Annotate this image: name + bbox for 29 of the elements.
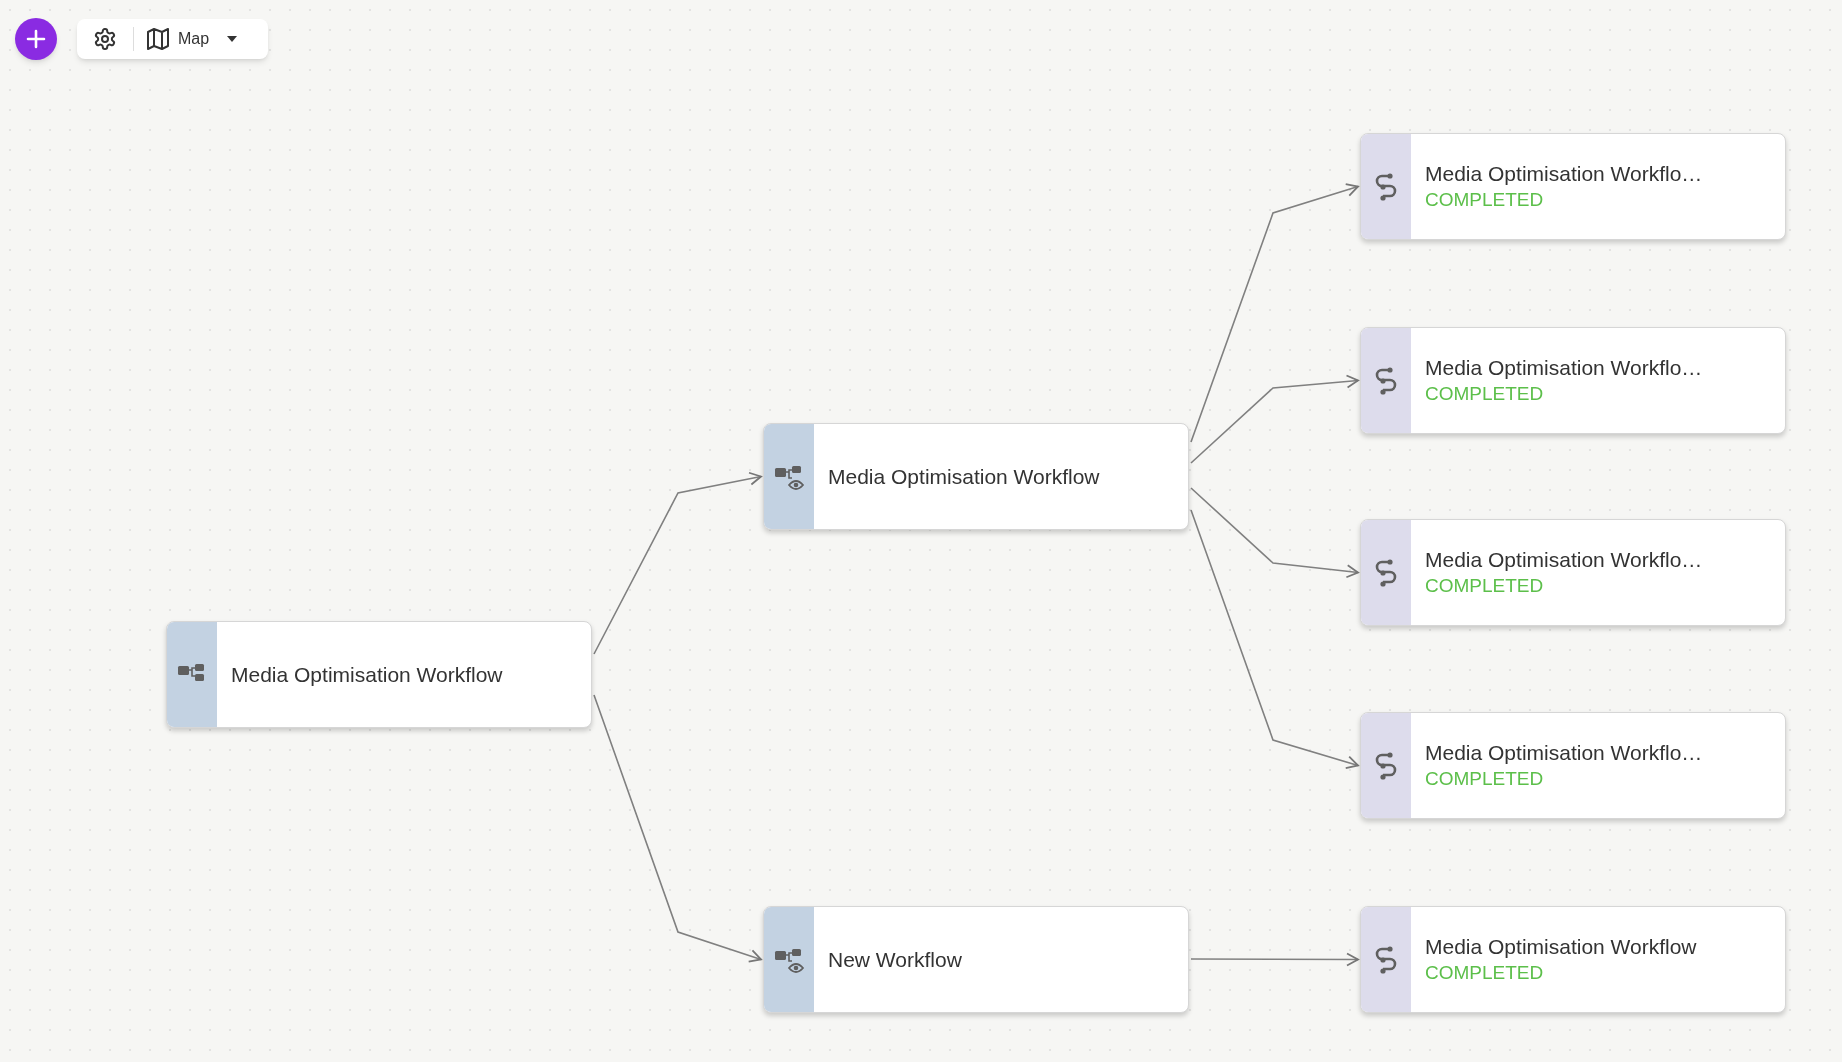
workflow-name: Media Optimisation Workflow — [231, 661, 503, 688]
workflow-card — [1360, 133, 1786, 240]
status-text: COMPLETED — [1425, 381, 1545, 406]
arrow — [593, 471, 762, 655]
arrow — [1190, 183, 1359, 443]
status-text: COMPLETED — [1425, 187, 1545, 212]
arrow — [1190, 509, 1359, 769]
workflow-card — [1360, 712, 1786, 819]
workflow-card — [1360, 519, 1786, 626]
arrow — [1190, 374, 1359, 464]
workflow-card — [763, 423, 1189, 530]
arrow — [1190, 952, 1359, 967]
workflow-name: Media Optimisation Workflo… — [1425, 546, 1703, 573]
workflow-card — [166, 621, 592, 728]
status-text: COMPLETED — [1425, 766, 1545, 791]
status-text: COMPLETED — [1425, 960, 1545, 985]
workflow-name: New Workflow — [828, 946, 962, 973]
workflow-name: Media Optimisation Workflo… — [1425, 739, 1703, 766]
workflow-name: Media Optimisation Workflow — [828, 463, 1100, 490]
workflow-card — [763, 906, 1189, 1013]
arrow — [593, 694, 762, 963]
map-view-dropdown: Map — [134, 19, 268, 59]
status-text: COMPLETED — [1425, 573, 1545, 598]
workflow-card — [1360, 327, 1786, 434]
workflow-name: Media Optimisation Workflow — [1425, 933, 1697, 960]
arrow — [1190, 487, 1359, 579]
workflow-card — [1360, 906, 1786, 1013]
workflow-name: Media Optimisation Workflo… — [1425, 160, 1703, 187]
workflow-name: Media Optimisation Workflo… — [1425, 354, 1703, 381]
